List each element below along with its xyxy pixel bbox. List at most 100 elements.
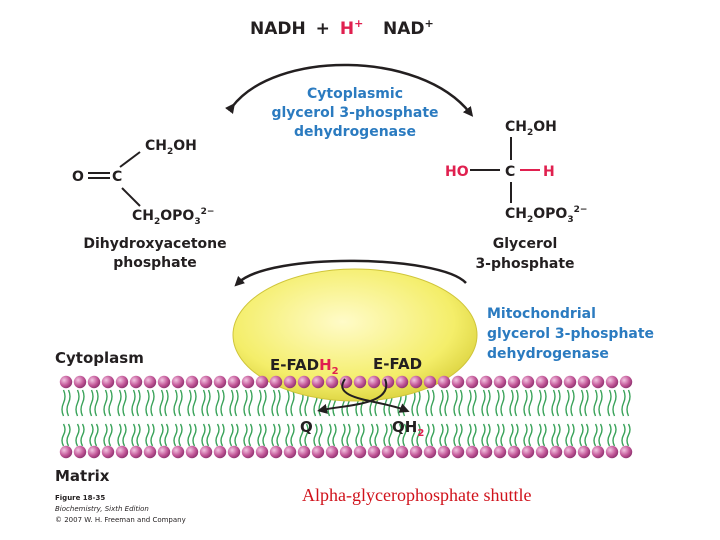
lipid-tail [271,423,276,447]
lipid-tail [201,389,206,417]
glycerol-3-phosphate-structure: CH2OH HO C H CH2OPO32− Glycerol 3-phosph… [445,119,587,272]
lipid-tail [579,423,584,447]
lipid-tail [444,389,449,417]
lipid-head [339,445,353,459]
lipid-tail [136,389,141,417]
lipid-head [353,445,367,459]
lipid-tail [472,389,477,417]
lipid-head [465,375,479,389]
lipid-tail [430,423,435,447]
lipid-tail [313,423,318,447]
lipid-tail [276,423,281,447]
lipid-tail [509,389,514,417]
lipid-tail [416,423,421,447]
g3p-name-line1: Glycerol [493,236,558,252]
lipid-tail [75,423,80,447]
lipid-tail [136,423,141,447]
lipid-head [185,445,199,459]
lipid-tail [374,423,379,447]
lipid-tail [66,389,71,417]
svg-text:CH2OPO32−: CH2OPO32− [505,205,587,225]
lipid-head [563,375,577,389]
lipid-tail [75,389,80,417]
lipid-tail [271,389,276,417]
lipid-head [227,445,241,459]
lipid-head [493,445,507,459]
lipid-tail [537,389,542,417]
nadh-label: NADH + H+ [250,17,363,39]
lipid-head [241,445,255,459]
lipid-head [59,375,73,389]
lipid-head [59,445,73,459]
lipid-tail [458,389,463,417]
lipid-head [465,445,479,459]
lipid-tail [425,423,430,447]
lipid-tail [117,423,122,447]
lipid-tail [612,423,617,447]
lipid-head [311,375,325,389]
dhap-name-line1: Dihydroxyacetone [83,236,226,252]
q-label: Q [300,418,313,436]
lipid-tail [108,389,113,417]
lipid-tail [444,423,449,447]
lipid-tail [318,423,323,447]
lipid-tail [598,389,603,417]
lipid-head [549,375,563,389]
lipid-tail [285,389,290,417]
lipid-tail [108,423,113,447]
lipid-head [143,375,157,389]
lipid-tail [523,423,528,447]
mitochondrial-enzyme-label: Mitochondrial glycerol 3-phosphate dehyd… [487,306,654,362]
lipid-tail [145,423,150,447]
lipid-tail [248,389,253,417]
lipid-head [591,445,605,459]
lipid-tail [383,423,388,447]
lipid-tail [551,389,556,417]
lipid-tail [89,423,94,447]
lipid-tail [481,389,486,417]
lipid-head [437,445,451,459]
lipid-head [255,445,269,459]
lipid-tail [164,389,169,417]
lipid-tail [528,423,533,447]
cytoplasmic-reaction-arrow [224,63,474,117]
lipid-tail [626,389,631,417]
lipid-head [87,375,101,389]
shuttle-caption: Alpha-glycerophosphate shuttle [302,485,531,505]
lipid-tail [626,423,631,447]
lipid-tail [486,389,491,417]
lipid-tail [145,389,150,417]
lipid-tail [439,423,444,447]
lipid-tail [299,423,304,447]
lipid-head [577,445,591,459]
lipid-head [269,445,283,459]
lipid-tail [206,423,211,447]
figure-credit: Figure 18-35 Biochemistry, Sixth Edition… [55,494,186,524]
efadh2-label: E-FADH2 [270,356,339,377]
lipid-tail [187,423,192,447]
lipid-head [115,445,129,459]
lipid-tail [150,423,155,447]
lipid-tail [80,389,85,417]
svg-text:H: H [543,164,555,180]
lipid-head [409,445,423,459]
cytoplasm-label: Cytoplasm [55,349,144,367]
lipid-tail [621,389,626,417]
lipid-tail [229,389,234,417]
membrane-lipid-heads-bottom [59,445,633,459]
lipid-head [619,375,633,389]
lipid-tail [411,389,416,417]
lipid-tail [402,423,407,447]
lipid-head [605,445,619,459]
lipid-tail [495,389,500,417]
lipid-head [73,445,87,459]
lipid-tail [584,423,589,447]
lipid-head [423,375,437,389]
lipid-tail [584,389,589,417]
lipid-tail [570,423,575,447]
mitochondrial-enzyme-ellipse [232,268,478,402]
lipid-tail [94,423,99,447]
lipid-tail [556,389,561,417]
cytoplasmic-enzyme-label: Cytoplasmic glycerol 3-phosphate dehydro… [271,86,438,140]
lipid-head [213,445,227,459]
